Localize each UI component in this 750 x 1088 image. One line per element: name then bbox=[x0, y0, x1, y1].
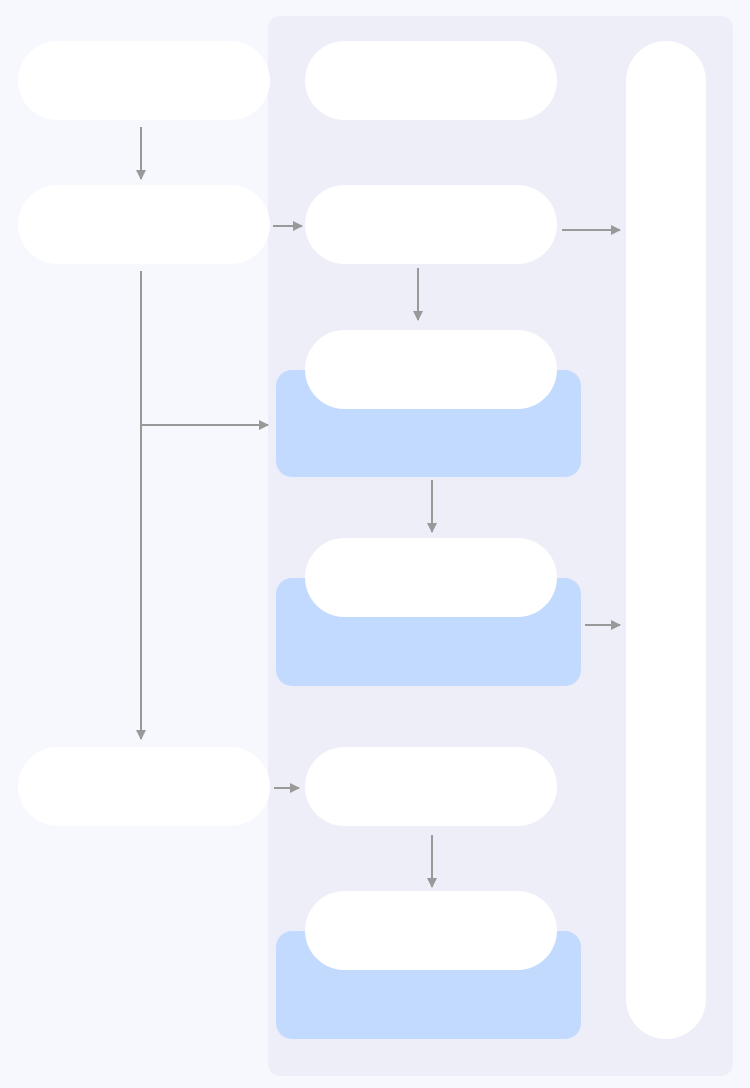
node-left-middle bbox=[18, 185, 270, 264]
node-center-group-one bbox=[305, 330, 557, 409]
node-left-bottom bbox=[18, 747, 270, 826]
node-left-top bbox=[18, 41, 270, 120]
node-center-top bbox=[305, 41, 557, 120]
node-center-fifth bbox=[305, 747, 557, 826]
node-right-column bbox=[626, 41, 706, 1039]
node-center-group-two bbox=[305, 538, 557, 617]
node-center-group-three bbox=[305, 891, 557, 970]
node-center-second bbox=[305, 185, 557, 264]
connectors bbox=[136, 127, 621, 888]
